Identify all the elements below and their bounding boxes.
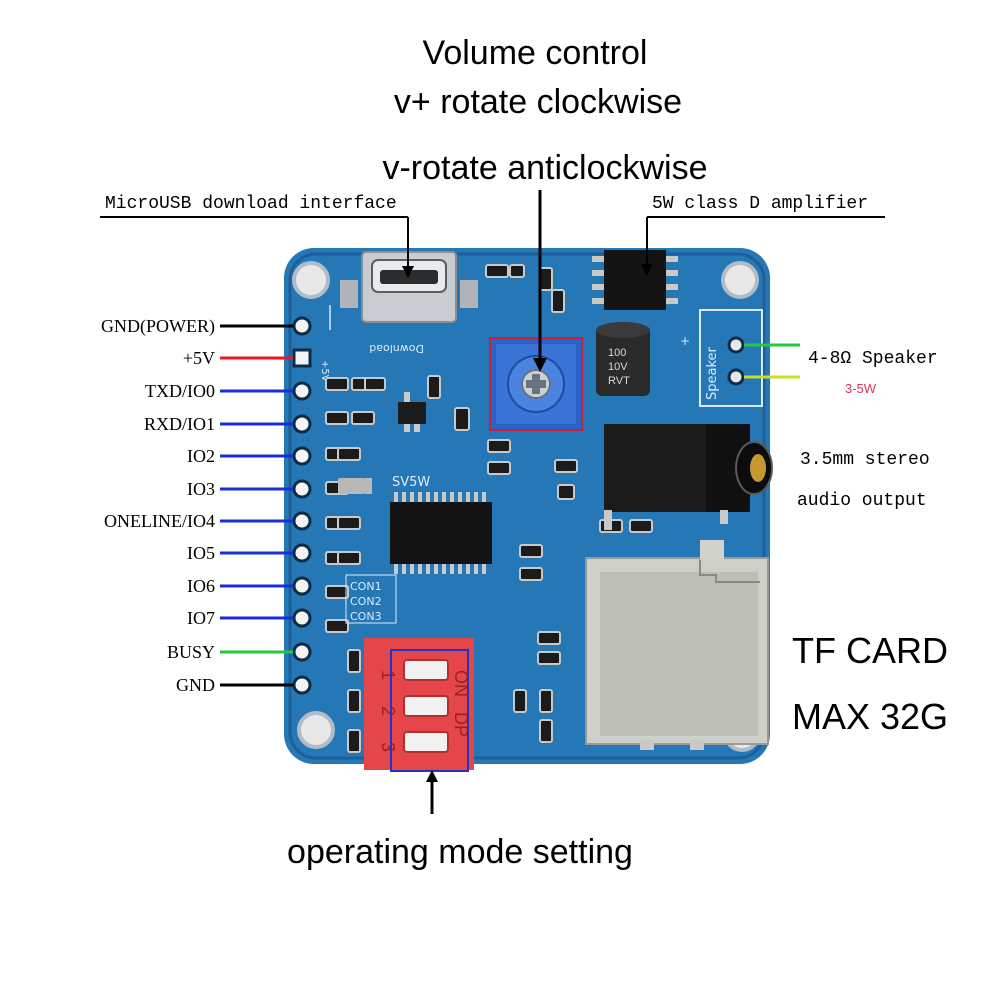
main-chip bbox=[390, 492, 492, 574]
microusb-label: MicroUSB download interface bbox=[105, 194, 397, 214]
pcb-board: +5V bbox=[284, 248, 773, 772]
pin-label-io6: IO6 bbox=[187, 576, 215, 596]
left-resistors bbox=[325, 377, 375, 753]
chip-silkscreen: SV5W bbox=[392, 475, 430, 490]
svg-text:CON3: CON3 bbox=[350, 610, 382, 623]
pin-label-gnd-power: GND(POWER) bbox=[101, 316, 215, 337]
svg-text:100: 100 bbox=[608, 347, 626, 359]
svg-text:10V: 10V bbox=[608, 361, 628, 373]
speaker-power-label: 3-5W bbox=[845, 381, 877, 396]
mode-callout: operating mode setting bbox=[287, 770, 633, 871]
audio-label-line1: 3.5mm stereo bbox=[800, 450, 930, 470]
mode-label: operating mode setting bbox=[287, 833, 633, 871]
potentiometer bbox=[489, 337, 583, 431]
speaker-label: 4-8Ω Speaker bbox=[808, 349, 938, 369]
pin-label-rxd: RXD/IO1 bbox=[144, 414, 215, 434]
svg-text:CON1: CON1 bbox=[350, 580, 382, 593]
volume-title: Volume control bbox=[423, 34, 648, 72]
transistor bbox=[398, 392, 426, 432]
speaker-callout: 4-8Ω Speaker 3-5W bbox=[744, 343, 938, 396]
tf-card-slot bbox=[585, 540, 769, 750]
download-silkscreen: Download bbox=[369, 342, 424, 355]
amplifier-callout: 5W class D amplifier bbox=[641, 194, 885, 276]
pin-label-busy: BUSY bbox=[167, 642, 215, 662]
volume-anticlockwise: v-rotate anticlockwise bbox=[382, 149, 707, 187]
audio-jack bbox=[604, 424, 773, 530]
pin-label-5v: +5V bbox=[183, 348, 215, 368]
pin-label-io2: IO2 bbox=[187, 446, 215, 466]
dip-highlight-box bbox=[390, 649, 469, 772]
svg-text:1: 1 bbox=[378, 670, 398, 680]
audio-callout: 3.5mm stereo audio output bbox=[797, 450, 930, 511]
pin-label-io3: IO3 bbox=[187, 479, 215, 499]
svg-text:Speaker: Speaker bbox=[705, 346, 720, 400]
svg-text:+5V: +5V bbox=[319, 360, 330, 382]
speaker-terminal: Speaker bbox=[699, 309, 763, 407]
svg-text:RVT: RVT bbox=[608, 375, 630, 387]
pin-label-io5: IO5 bbox=[187, 543, 215, 563]
pin-label-txd: TXD/IO0 bbox=[145, 381, 215, 401]
dip-switch: 1 2 3 ON DP bbox=[364, 638, 474, 770]
tf-card-capacity: MAX 32G bbox=[792, 696, 948, 737]
amplifier-chip bbox=[592, 250, 678, 310]
electrolytic-capacitor: 100 10V RVT bbox=[596, 322, 650, 396]
svg-text:DP: DP bbox=[451, 712, 471, 737]
pin-label-gnd: GND bbox=[176, 675, 215, 695]
pin-label-io4: ONELINE/IO4 bbox=[104, 511, 215, 531]
audio-label-line2: audio output bbox=[797, 491, 927, 511]
svg-text:ON: ON bbox=[451, 670, 471, 697]
pin-labels: GND(POWER) +5V TXD/IO0 RXD/IO1 IO2 IO3 O… bbox=[101, 316, 293, 695]
amplifier-label: 5W class D amplifier bbox=[652, 194, 868, 214]
pin-header bbox=[292, 316, 312, 695]
svg-text:CON2: CON2 bbox=[350, 595, 382, 608]
svg-text:3: 3 bbox=[378, 742, 398, 752]
pin-label-io7: IO7 bbox=[187, 608, 215, 628]
svg-text:+: + bbox=[680, 334, 690, 348]
svg-text:2: 2 bbox=[378, 706, 398, 716]
microusb-callout: MicroUSB download interface bbox=[100, 194, 414, 278]
tf-card-label: TF CARD bbox=[792, 630, 948, 671]
volume-arrow bbox=[533, 190, 547, 372]
con-silkscreen: CON1 CON2 CON3 bbox=[345, 574, 397, 624]
volume-clockwise: v+ rotate clockwise bbox=[394, 83, 682, 121]
